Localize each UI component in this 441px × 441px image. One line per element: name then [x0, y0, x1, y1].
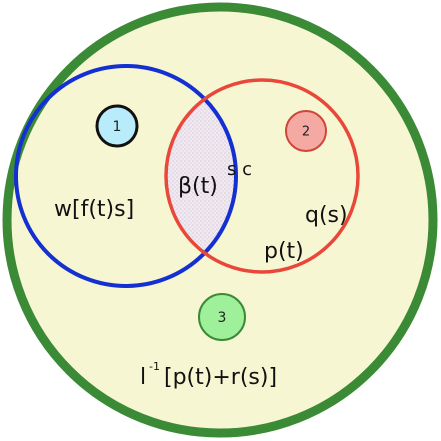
left-set-label: w[f(t)s] — [54, 197, 134, 222]
outside-label-body: [p(t)+r(s)] — [164, 365, 277, 390]
outside-label-superscript: -1 — [149, 360, 160, 373]
right-set-circle — [164, 78, 360, 274]
intersection-superscript: s c — [227, 159, 252, 180]
right-set-label-q: q(s) — [305, 203, 348, 228]
badge-2: 2 — [285, 110, 327, 152]
badge-1-label: 1 — [113, 119, 122, 135]
intersection-region — [166, 80, 236, 272]
outside-label-prefix: l — [140, 365, 146, 390]
intersection-label: β(t) — [178, 174, 218, 199]
left-set-circle — [14, 64, 238, 288]
right-set-label-p: p(t) — [264, 239, 304, 264]
badge-3: 3 — [198, 293, 246, 341]
badge-2-label: 2 — [302, 125, 310, 140]
badge-3-label: 3 — [218, 310, 227, 326]
badge-1: 1 — [95, 104, 139, 148]
